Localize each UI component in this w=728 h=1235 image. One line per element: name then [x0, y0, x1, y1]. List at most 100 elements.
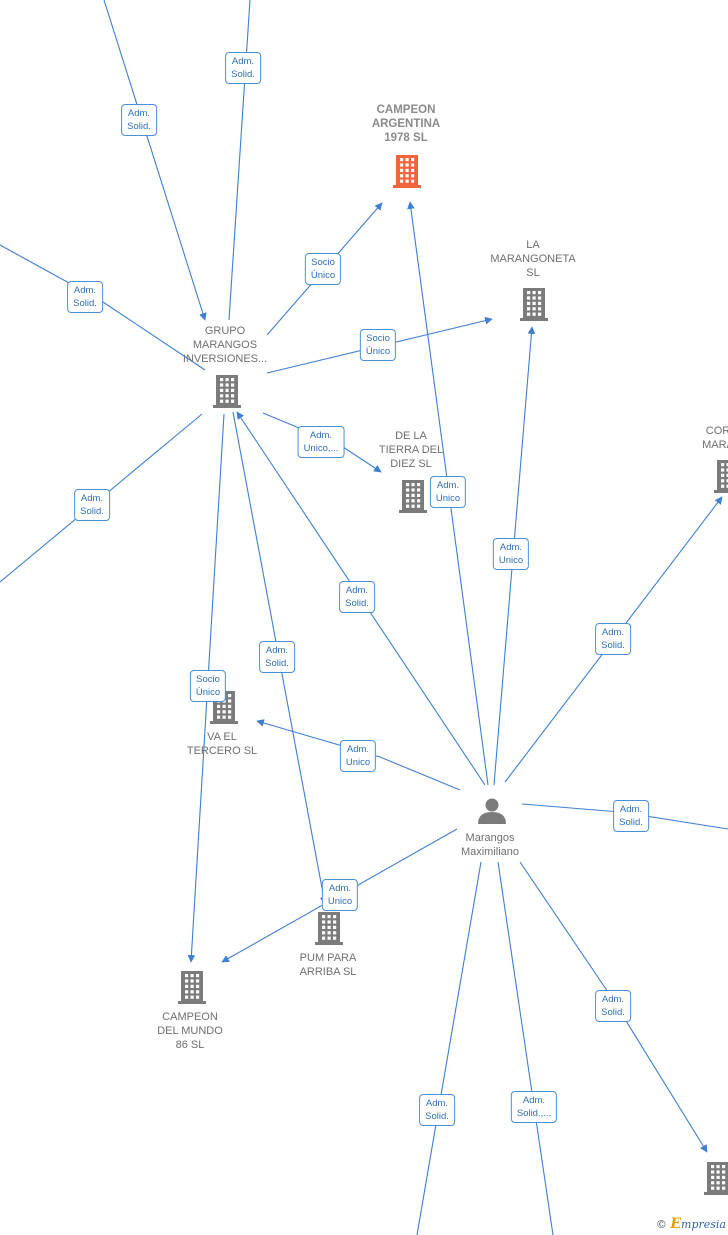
node-label-campeon-argentina[interactable]: CAMPEON ARGENTINA 1978 SL: [372, 103, 440, 145]
relation-badge[interactable]: Adm. Unico: [429, 476, 467, 508]
relation-badge-text: Socio: [366, 333, 390, 344]
relation-badge-text: Solid.: [345, 598, 369, 609]
relation-badge-text: Solid.: [601, 1007, 625, 1018]
relation-badge-text: Adm.: [425, 1098, 449, 1109]
building-icon[interactable]: [178, 971, 206, 1004]
building-icon[interactable]: [393, 155, 421, 188]
node-label-line: DE LA: [395, 430, 427, 442]
relation-badge-text: Adm.: [127, 108, 151, 119]
building-icon[interactable]: [213, 375, 241, 408]
relation-badge-text: Adm.: [231, 56, 255, 67]
relation-badge[interactable]: Adm.Solid.: [419, 1094, 455, 1126]
node-label-line: ARRIBA SL: [299, 966, 357, 978]
node-label-line: SL: [526, 267, 540, 279]
node-label-line: 86 SL: [175, 1039, 205, 1051]
relation-badge[interactable]: Adm. Unico: [321, 879, 359, 911]
node-label-line: INVERSIONES...: [182, 353, 268, 365]
node-label-line: VA EL: [207, 731, 237, 743]
relation-badge[interactable]: Adm. Solid.: [225, 52, 261, 84]
node-label-line: ARGENTINA: [371, 118, 441, 130]
node-label-line: LA: [526, 239, 540, 251]
node-label-de-la-tierra[interactable]: DE LA TIERRA DEL DIEZ SL: [379, 429, 443, 471]
relation-badge-text: Adm.: [80, 493, 104, 504]
relation-badge-text: Adm.: [265, 645, 289, 656]
relation-badge-text: Unico: [345, 757, 371, 768]
relation-badge[interactable]: Adm. Solid.,...: [510, 1091, 558, 1123]
relation-badge-text: Adm.: [619, 804, 643, 815]
relation-badge-text: Unico: [435, 493, 461, 504]
building-icon[interactable]: [399, 480, 427, 513]
relation-badge-text: Adm.: [346, 744, 370, 755]
relation-badge-text: Adm.: [436, 480, 460, 491]
watermark: © Empresia: [656, 1216, 726, 1232]
person-icon[interactable]: [478, 798, 506, 825]
node-label-campeon-del-mundo[interactable]: CAMPEON DEL MUNDO 86 SL: [157, 1010, 223, 1052]
relation-badge-text: Único: [195, 687, 221, 698]
relation-badge-text: Solid.: [619, 817, 643, 828]
node-label-line: TIERRA DEL: [378, 444, 444, 456]
relation-badge-text: Solid.: [265, 658, 289, 669]
relation-badge[interactable]: Adm. Unico,...: [297, 426, 345, 458]
node-label-line: GRUPO: [204, 325, 246, 337]
building-icon[interactable]: [704, 1162, 728, 1195]
relation-badge-text: Solid.: [80, 506, 104, 517]
node-label-line: Marangos: [465, 832, 515, 844]
relation-badge[interactable]: Adm. Solid.: [613, 800, 649, 832]
relation-badge[interactable]: Adm. Solid.: [339, 581, 375, 613]
relation-badge-text: Unico: [327, 896, 353, 907]
node-label-line: CAMPEON: [376, 104, 436, 116]
relation-badge[interactable]: Adm. Solid.: [259, 641, 295, 673]
brand-name: mpresia: [681, 1218, 726, 1231]
building-icon[interactable]: [315, 912, 343, 945]
relation-badge[interactable]: Adm.Solid.: [595, 623, 631, 655]
relation-badge-text: Unico: [498, 555, 524, 566]
node-label-grupo-marangos[interactable]: GRUPO MARANGOS INVERSIONES...: [183, 324, 267, 366]
relation-badge-text: Socio: [311, 257, 335, 268]
edge-line: [228, 0, 251, 321]
relation-badge-text: Solid.: [231, 69, 255, 80]
relation-badge-text: Adm.: [345, 585, 369, 596]
relation-badge[interactable]: Adm. Solid.: [595, 990, 631, 1022]
relation-badge-text: Adm.: [601, 994, 625, 1005]
edge-line: [497, 861, 554, 1235]
relation-badge[interactable]: Adm.Solid.: [67, 281, 103, 313]
relation-badge-text: Único: [365, 346, 391, 357]
node-label-line: Maximiliano: [460, 846, 520, 858]
edge-line: [103, 0, 207, 321]
relation-badge-text: Único: [310, 270, 336, 281]
building-icon[interactable]: [714, 460, 728, 493]
relation-badge[interactable]: Adm. Unico: [339, 740, 377, 772]
node-label-pum-para-arriba[interactable]: PUM PARA ARRIBA SL: [300, 951, 357, 979]
node-label-line: DEL MUNDO: [157, 1025, 223, 1037]
edge-line: [416, 861, 482, 1235]
relation-badge-text: Solid.,...: [516, 1108, 552, 1119]
relation-badge[interactable]: Adm. Unico: [492, 538, 530, 570]
relation-badge-text: Adm.: [499, 542, 523, 553]
relation-badge-text: Unico,...: [303, 443, 339, 454]
icons-layer: [178, 155, 728, 1195]
node-label-line: PUM PARA: [299, 952, 357, 964]
relation-badge[interactable]: Adm. Solid.: [74, 489, 110, 521]
node-label-line: CAMPEON: [162, 1011, 218, 1023]
relation-badge[interactable]: Adm.Solid.: [121, 104, 157, 136]
node-label-line: MARANGOS: [192, 339, 258, 351]
brand-initial: E: [670, 1216, 682, 1232]
relation-badge-text: Adm.: [73, 285, 97, 296]
building-icon[interactable]: [520, 288, 548, 321]
edge-line: [256, 719, 461, 791]
relation-badge-text: Adm.: [309, 430, 333, 441]
node-label-line: 1978 SL: [384, 132, 428, 144]
node-label-line: DIEZ SL: [390, 458, 432, 470]
relation-badge-text: Adm.: [601, 627, 625, 638]
relation-badge-text: Adm.: [522, 1095, 546, 1106]
relation-badge-text: Socio: [196, 674, 220, 685]
node-label-cor-mara[interactable]: CORMARA: [702, 424, 728, 452]
relation-badge-text: Adm.: [328, 883, 352, 894]
